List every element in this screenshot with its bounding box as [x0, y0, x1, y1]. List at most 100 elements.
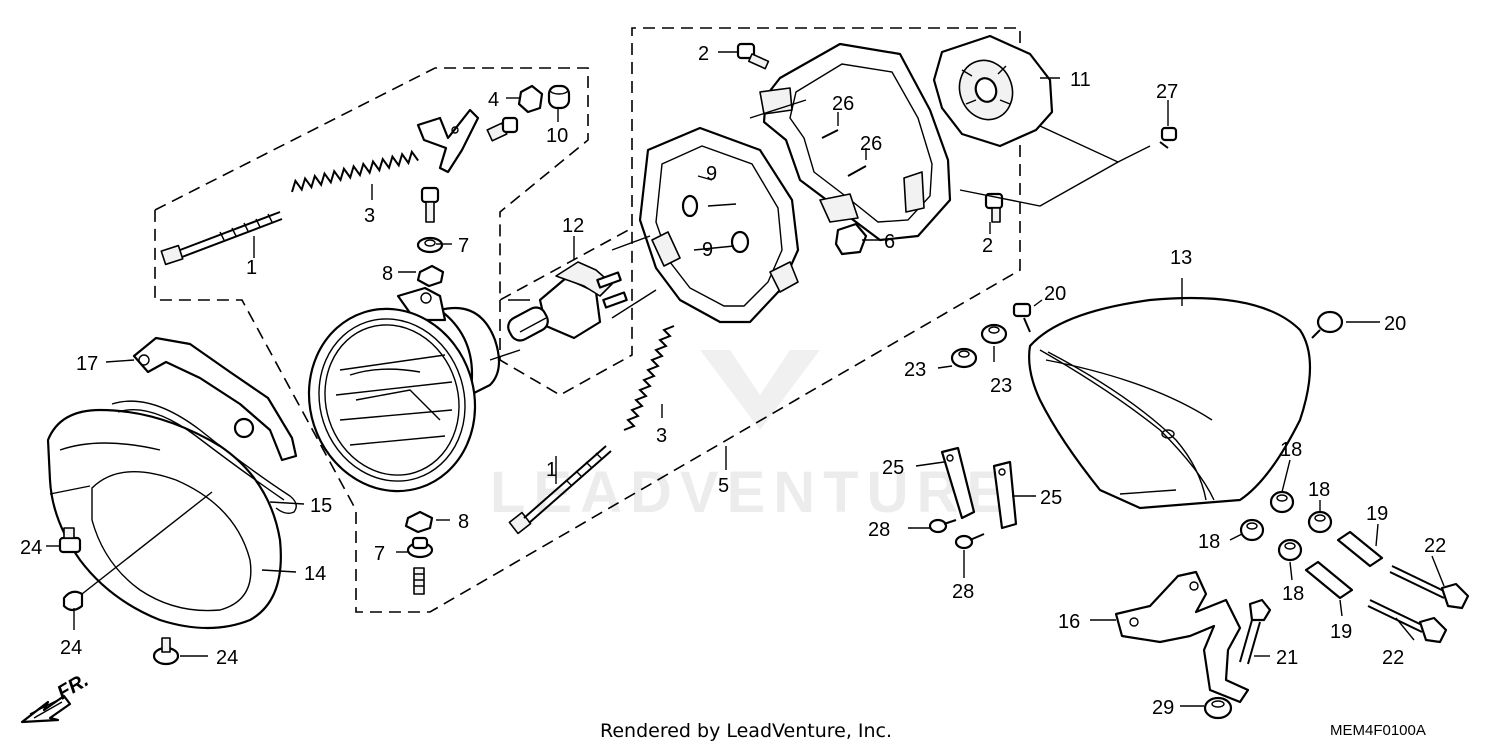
lens-ring-part-15[interactable]	[111, 400, 297, 515]
collar-part-10[interactable]	[547, 84, 571, 110]
bolt-part-22-upper[interactable]	[1389, 565, 1470, 610]
callout-13: 13	[1170, 247, 1192, 269]
diagram-code: MEM4F0100A	[1330, 722, 1426, 739]
callout-28: 28	[952, 581, 974, 603]
callout-16: 16	[1058, 611, 1080, 633]
bolt-part-21[interactable]	[1239, 598, 1272, 665]
callout-18: 18	[1198, 531, 1220, 553]
collar-part-19-upper[interactable]	[1336, 530, 1384, 568]
grommet-part-23-left[interactable]	[950, 347, 978, 369]
callout-5: 5	[718, 475, 729, 497]
bolt-part-1-lower[interactable]	[508, 445, 612, 535]
headlight-case-part-26[interactable]	[759, 42, 952, 242]
callout-3: 3	[656, 425, 667, 447]
watermark-logo	[700, 350, 820, 430]
grommet-part-18-d[interactable]	[1277, 538, 1303, 562]
callout-20: 20	[1384, 313, 1406, 335]
callout-24: 24	[216, 647, 238, 669]
callout-8: 8	[382, 263, 393, 285]
callout-18: 18	[1308, 479, 1330, 501]
bolt-part-1-upper[interactable]	[160, 211, 283, 266]
callout-8: 8	[458, 511, 469, 533]
grommet-part-18-c[interactable]	[1239, 518, 1265, 542]
callout-21: 21	[1276, 647, 1298, 669]
grommet-part-18-a[interactable]	[1269, 490, 1295, 514]
spring-part-3-upper[interactable]	[290, 149, 419, 193]
callout-2: 2	[982, 235, 993, 257]
callout-6: 6	[884, 231, 895, 253]
callout-labels: 1 1 2 2 3 3 4 5 6 7 7 8 8 9 9 10 11 12 1…	[20, 43, 1446, 719]
spring-part-3-lower[interactable]	[623, 325, 675, 431]
headlight-cover-part-13[interactable]	[1028, 296, 1312, 510]
nut-part-8-lower[interactable]	[404, 510, 434, 534]
callout-28: 28	[868, 519, 890, 541]
callout-11: 11	[1070, 69, 1091, 91]
adjuster-bracket[interactable]	[416, 108, 480, 174]
screw-part-20-right[interactable]	[1311, 310, 1344, 339]
screw-part-lower-stack[interactable]	[413, 567, 425, 595]
callout-1: 1	[246, 257, 257, 279]
callout-19: 19	[1330, 621, 1352, 643]
callout-20: 20	[1044, 283, 1066, 305]
stay-part-25-right[interactable]	[992, 460, 1018, 530]
callout-29: 29	[1152, 697, 1174, 719]
screw-part-27[interactable]	[1159, 126, 1178, 149]
screw-part-28-right[interactable]	[954, 533, 985, 550]
screw-part-24-bottom[interactable]	[152, 637, 180, 666]
assembly-outline-left	[154, 27, 1021, 613]
clip-part-6[interactable]	[834, 222, 868, 256]
callout-22: 22	[1382, 647, 1404, 669]
callout-2: 2	[698, 43, 709, 65]
screw-part-26-upper[interactable]	[821, 129, 839, 139]
grommet-part-18-b[interactable]	[1307, 510, 1333, 534]
bolt-part-22-lower[interactable]	[1367, 599, 1448, 644]
callout-12: 12	[562, 215, 584, 237]
callout-7: 7	[458, 235, 469, 257]
callout-26: 26	[832, 93, 854, 115]
callout-10: 10	[546, 125, 568, 147]
stay-part-25-left[interactable]	[940, 446, 976, 520]
leader-lines	[46, 51, 1445, 707]
nut-part-8-upper[interactable]	[416, 264, 445, 288]
callout-19: 19	[1366, 503, 1388, 525]
headlight-case-ring-part-9[interactable]	[638, 126, 800, 324]
screw-part-24-mid[interactable]	[62, 590, 84, 612]
grommet-part-23-right[interactable]	[980, 323, 1008, 345]
rear-cover-part-11[interactable]	[932, 34, 1054, 148]
render-credit: Rendered by LeadVenture, Inc.	[600, 720, 892, 742]
screw-part-2-upper[interactable]	[736, 42, 770, 70]
callout-25: 25	[882, 457, 904, 479]
screw-part-upper-stack[interactable]	[420, 186, 440, 223]
washer-part-7-upper[interactable]	[416, 236, 444, 254]
callout-9: 9	[706, 163, 717, 185]
screw-part-28-left[interactable]	[928, 518, 957, 534]
callout-1: 1	[546, 459, 557, 481]
watermark-text: LEADVENTURE	[490, 460, 1013, 525]
callout-24: 24	[60, 637, 82, 659]
callout-23: 23	[904, 359, 926, 381]
callout-3: 3	[364, 205, 375, 227]
callout-27: 27	[1156, 81, 1178, 103]
front-direction-arrow-icon: FR.	[20, 669, 92, 724]
headlight-unit-part-5[interactable]	[286, 286, 501, 513]
nut-part-29[interactable]	[1203, 696, 1233, 720]
headlight-bulb-part-12[interactable]	[505, 261, 628, 344]
screw-part-24-left[interactable]	[58, 527, 82, 554]
callout-22: 22	[1424, 535, 1446, 557]
callout-9: 9	[702, 239, 713, 261]
callout-24: 24	[20, 537, 42, 559]
screw-small-upper[interactable]	[486, 116, 519, 142]
stay-part-17[interactable]	[132, 336, 298, 462]
assembly-outline-bulb	[499, 228, 633, 396]
bracket-part-16[interactable]	[1114, 570, 1250, 704]
callout-14: 14	[304, 563, 326, 585]
screw-part-20-left[interactable]	[1012, 302, 1032, 333]
nut-part-4[interactable]	[517, 84, 544, 114]
screw-part-26-lower[interactable]	[847, 165, 867, 177]
collar-part-19-lower[interactable]	[1304, 560, 1354, 600]
washer-part-7-lower[interactable]	[406, 536, 434, 559]
headlight-rim-part-14[interactable]	[46, 408, 282, 630]
callout-17: 17	[76, 353, 98, 375]
callout-18: 18	[1282, 583, 1304, 605]
